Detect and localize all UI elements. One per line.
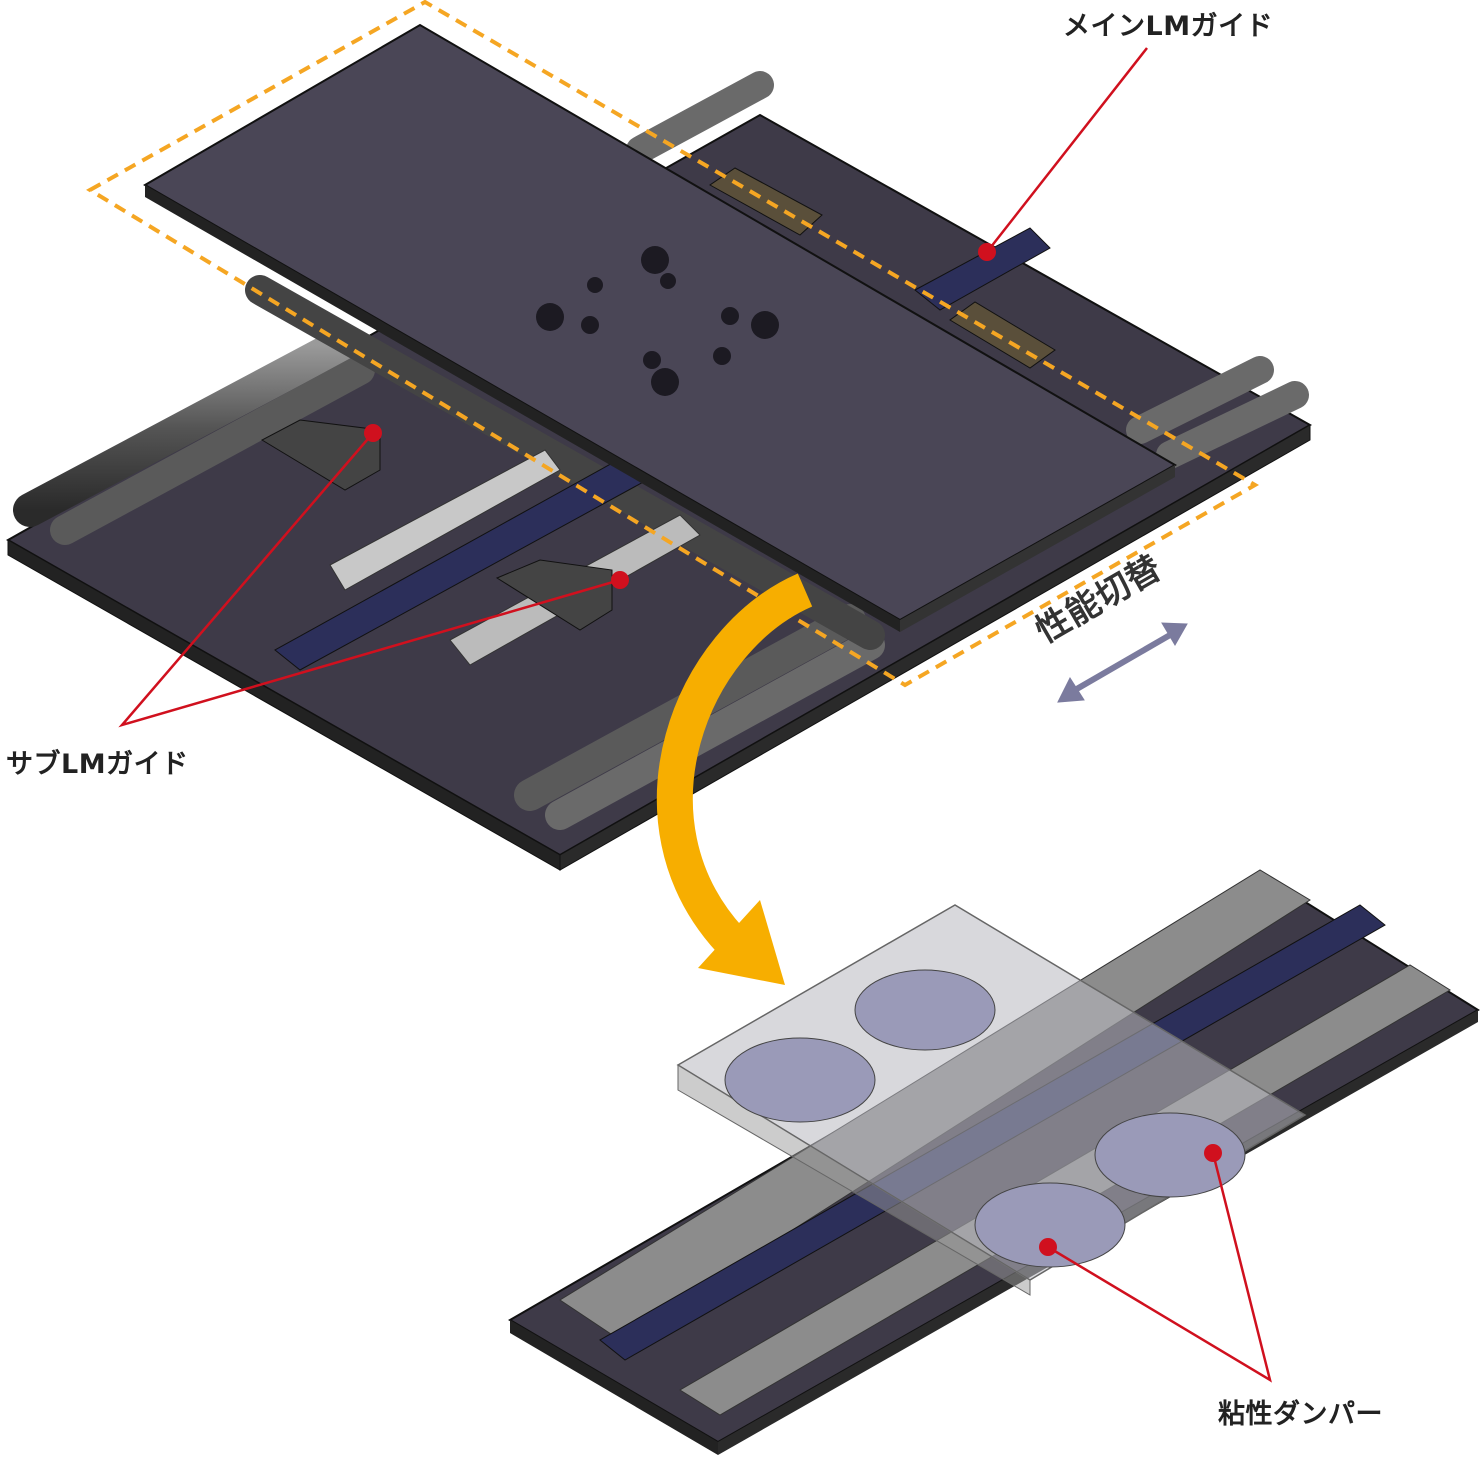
switch-area-outline xyxy=(86,0,1260,688)
sub-lm-guide-label: サブLMガイド xyxy=(6,749,189,780)
sub-lm-rail xyxy=(260,419,721,671)
viscous-damper-label: 粘性ダンパー xyxy=(1218,1399,1383,1430)
callout-dots xyxy=(364,243,1222,1256)
upper-top-plate xyxy=(143,23,1178,632)
callout-lines xyxy=(118,47,1272,1383)
double-arrow-icon xyxy=(1057,622,1188,703)
damper-carriage xyxy=(676,904,1307,1296)
main-lm-guide-label: メインLMガイド xyxy=(1063,11,1274,42)
curved-arrow-icon xyxy=(656,573,813,985)
